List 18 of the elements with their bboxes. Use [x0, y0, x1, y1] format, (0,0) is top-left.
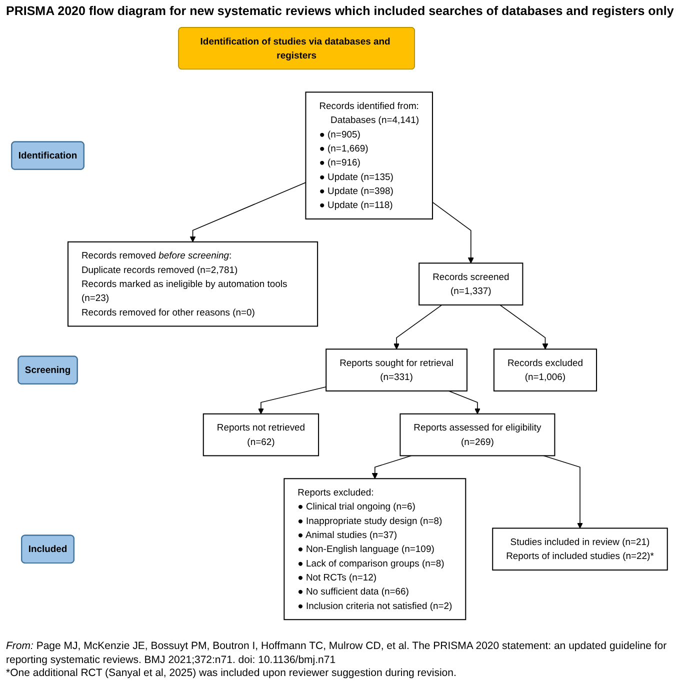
arrow	[394, 304, 442, 350]
node-box: Records identified from: Databases (n=4,141) ● (n=905) ● (n=1,669) ● (n=916) ● Update (n=135) ● Update (n=398) ● Update (n=118)	[305, 92, 433, 220]
arrow	[258, 386, 326, 414]
node-box: Reports excluded: ● Clinical trial ongoing (n=6) ● Inappropriate study design (n=8) ● Animal studies (n=37) ● Non-English language (n=109) ● Lack of comparison groups (n=8) ● Not RCTs (n=12) ● No sufficient data (n=66) ● Inclusion criteria not satisfied (n=2)	[284, 478, 466, 620]
node-box: Records removed before screening: Duplicate records removed (n=2,781) Records marked as ineligible by automation tools (n=23) Records removed for other reasons (n=0)	[68, 241, 318, 327]
arrow	[432, 202, 474, 264]
arrow	[448, 390, 480, 414]
footnote: *One additional RCT (Sanyal et al, 2025) was included upon reviewer suggestion during revision.	[6, 667, 456, 681]
arrow	[499, 304, 548, 350]
node-box: Reports assessed for eligibility (n=269)	[400, 413, 556, 456]
node-box: Records excluded (n=1,006)	[493, 348, 598, 392]
arrow	[190, 182, 306, 242]
source-citation: From: Page MJ, McKenzie JE, Bossuyt PM, Boutron I, Hoffmann TC, Mulrow CD, et al. The PRISMA 2020 statement: an updated guideline for reporting systematic reviews. BMJ 2021;372:n71. doi: 10.1136/bmj.n71	[6, 640, 668, 668]
diagram-title: PRISMA 2020 flow diagram for new systematic reviews which included searches of databases and registers only	[6, 4, 674, 18]
node-box: Reports sought for retrieval (n=331)	[326, 348, 468, 392]
node-box: Reports not retrieved (n=62)	[202, 413, 320, 456]
node-box: Records screened (n=1,337)	[418, 262, 524, 306]
node-box: Studies included in review (n=21) Reports of included studies (n=22)*	[492, 528, 668, 571]
